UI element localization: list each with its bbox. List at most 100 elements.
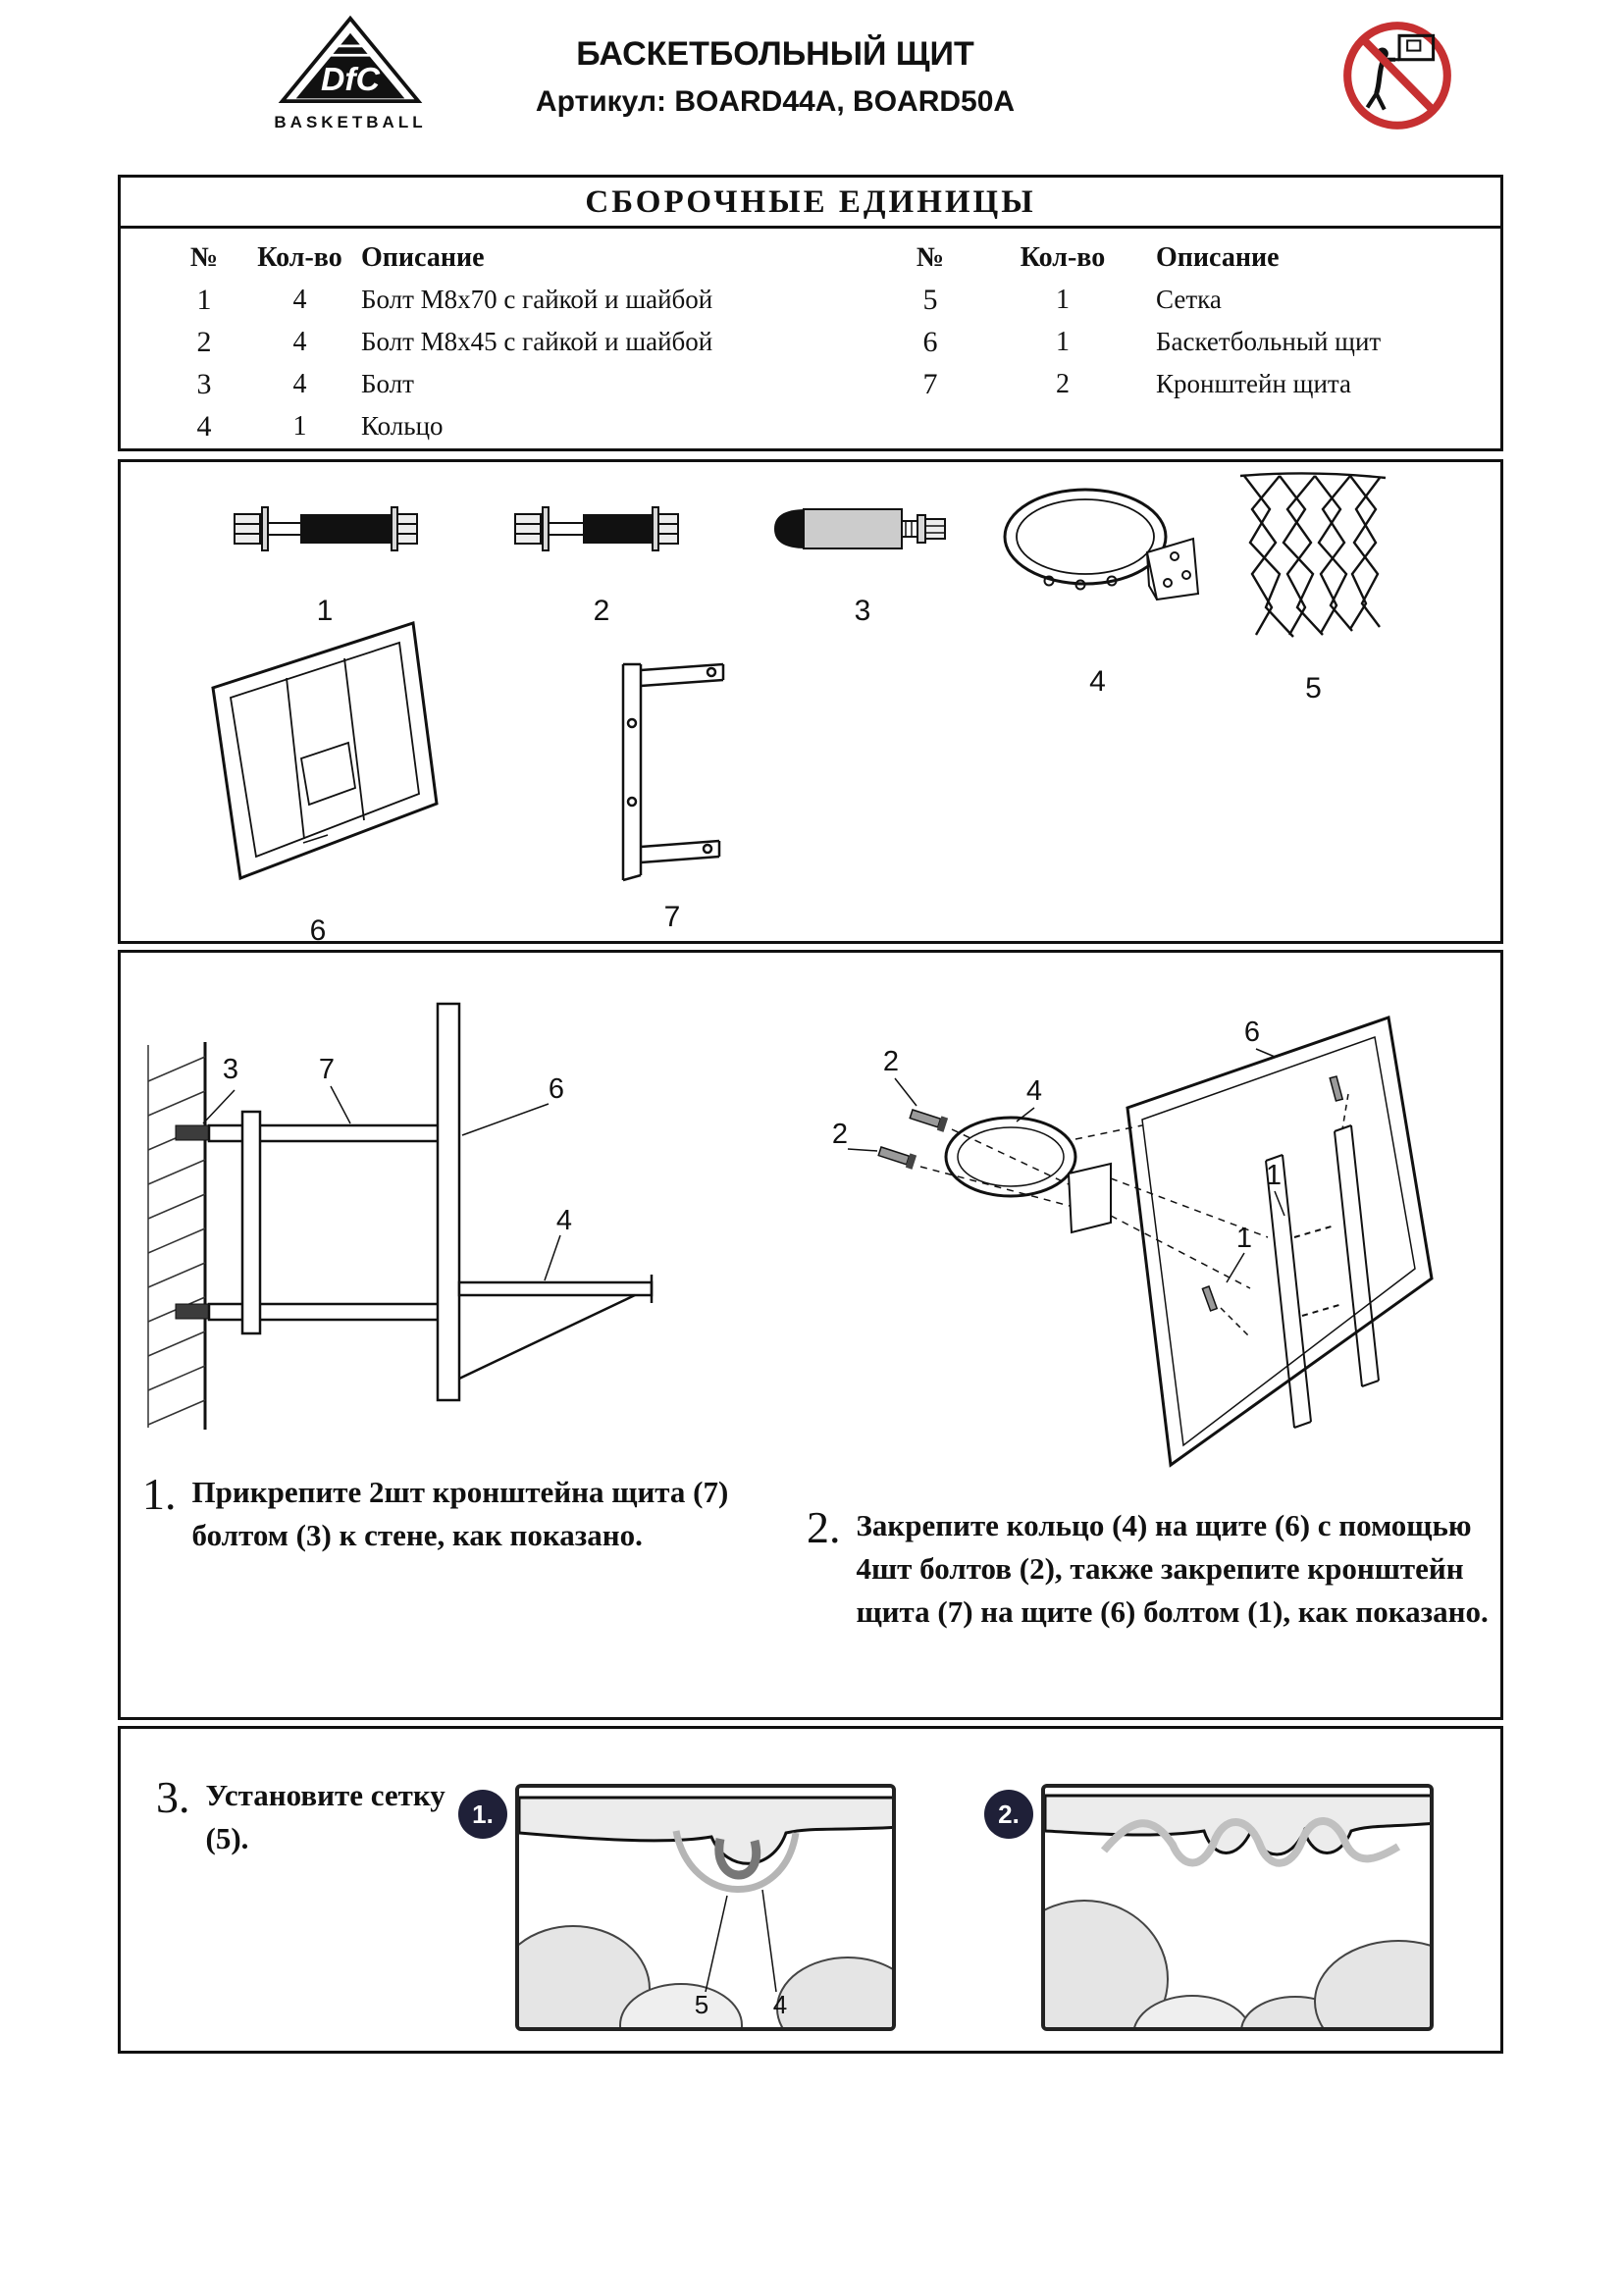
part-qty: 4: [292, 326, 307, 357]
ring-icon: [1003, 488, 1200, 601]
logo-brand-text: DfC: [321, 61, 381, 98]
callout-backboard: 6: [1244, 1017, 1260, 1048]
part-num: 3: [196, 367, 212, 400]
part-qty: 1: [292, 410, 307, 442]
part-desc: Болт М8х70 с гайкой и шайбой: [361, 285, 713, 314]
callout-bolt1-a: 1: [1266, 1160, 1282, 1191]
callout-net: 5: [695, 1990, 708, 2019]
net-step1-badge: 1.: [458, 1790, 507, 1839]
dfc-logo-triangle-icon: DfC: [278, 15, 423, 103]
step2-instruction: Закрепите кольцо (4) на щите (6) с помощ…: [856, 1508, 1489, 1630]
part-desc: Баскетбольный щит: [1156, 327, 1382, 356]
figure-label: 6: [309, 914, 327, 947]
net-install-image-2: [1041, 1784, 1434, 2031]
col-header-qty: Кол-во: [1020, 241, 1106, 273]
part-num: 4: [196, 409, 212, 443]
part-qty: 1: [1056, 326, 1070, 357]
part-desc: Кольцо: [361, 411, 444, 441]
figure-bolt-m8x45: 2: [503, 494, 700, 628]
part-desc: Болт М8х45 с гайкой и шайбой: [361, 327, 713, 356]
wall-hatching: [147, 1042, 207, 1430]
part-qty: 2: [1056, 368, 1070, 399]
board-brackets: [1265, 1124, 1380, 1429]
step1-instruction: Прикрепите 2шт кронштейна щита (7) болто…: [191, 1475, 729, 1553]
parts-table-title: СБОРОЧНЫЕ ЕДИНИЦЫ: [121, 178, 1500, 229]
figure-label: 5: [1305, 672, 1322, 704]
no-hanging-prohibition-icon: [1337, 16, 1457, 140]
figure-anchor-bolt: 3: [764, 494, 961, 628]
callout-bolt2-a: 2: [883, 1046, 899, 1077]
step2-number: 2.: [807, 1502, 841, 1552]
part-desc: Кронштейн щита: [1156, 369, 1352, 398]
step3-text: 3. Установите сетку (5).: [156, 1772, 480, 1860]
dfc-logo: DfC BASKETBALL: [257, 12, 444, 132]
net-hook-closeup-icon: 5 4: [519, 1796, 892, 2027]
col-header-qty: Кол-во: [257, 241, 342, 273]
parts-figures-section: 1 2: [118, 459, 1503, 947]
page-title: БАСКЕТБОЛЬНЫЙ ЩИТ: [576, 35, 974, 73]
logo-subtext: BASKETBALL: [274, 113, 427, 131]
figure-label: 3: [854, 595, 871, 627]
callout-backboard: 6: [549, 1073, 564, 1105]
step1-number: 1.: [142, 1469, 177, 1519]
callout-ring: 4: [1026, 1075, 1042, 1107]
figure-bracket: 7: [603, 654, 741, 934]
callout-bracket: 7: [319, 1054, 335, 1085]
net-weave-closeup-icon: [1045, 1794, 1430, 2027]
callout-ring-hook: 4: [773, 1990, 787, 2019]
step3-instruction: Установите сетку (5).: [205, 1778, 445, 1856]
ring-arm-side: [457, 1275, 654, 1381]
col-header-desc: Описание: [361, 241, 485, 273]
figure-label: 4: [1089, 665, 1106, 698]
backboard-icon: [211, 621, 439, 881]
figure-backboard: 6: [185, 611, 450, 948]
wall-bracket-side: [207, 1110, 443, 1335]
figure-ring: 4: [992, 476, 1203, 699]
callout-bolt2-b: 2: [832, 1119, 848, 1150]
bolt-1-glyphs: [1201, 1075, 1349, 1336]
exploded-assembly-diagram: 2 2 4 6 1 1: [832, 1016, 1434, 1468]
page-subtitle: Артикул: BOARD44A, BOARD50A: [535, 85, 1016, 118]
col-header-num: №: [189, 241, 219, 273]
net-install-image-1: 5 4: [515, 1784, 896, 2031]
parts-table-right: № Кол-во Описание 5 1 Сетка 6 1 Баскетбо…: [891, 236, 1480, 405]
part-num: 6: [922, 325, 938, 358]
backboard-side: [436, 1002, 461, 1402]
part-qty: 4: [292, 284, 307, 315]
parts-table-left: № Кол-во Описание 1 4 Болт М8х70 с гайко…: [170, 236, 817, 447]
step2-text: 2. Закрепите кольцо (4) на щите (6) с по…: [807, 1502, 1493, 1634]
leader-lines: [847, 1048, 1285, 1283]
figure-label: 1: [316, 595, 334, 627]
step2-panel: 2 2 4 6 1 1 2. Закрепите кольцо (4) на щ…: [783, 950, 1503, 1720]
col-header-desc: Описание: [1156, 241, 1280, 273]
part-qty: 4: [292, 368, 307, 399]
leader-lines: [202, 1085, 561, 1281]
callout-anchor-bolt: 3: [223, 1054, 238, 1085]
part-num: 5: [922, 283, 938, 316]
header-titles: БАСКЕТБОЛЬНЫЙ ЩИТ Артикул: BOARD44A, BOA…: [442, 35, 1109, 119]
figure-label: 7: [663, 901, 681, 933]
ring-exploded: [944, 1116, 1112, 1234]
figure-label: 2: [593, 595, 610, 627]
part-num: 1: [196, 283, 212, 316]
step3-panel: 3. Установите сетку (5). 1. 5 4 2.: [118, 1726, 1503, 2054]
figure-net: 5: [1232, 470, 1394, 705]
part-desc: Сетка: [1156, 285, 1222, 314]
figure-bolt-m8x70: 1: [227, 494, 423, 628]
net-step2-badge: 2.: [984, 1790, 1033, 1839]
bolt-m8x45-icon: [514, 506, 679, 551]
bolt-2-glyphs: [877, 1109, 949, 1170]
col-header-num: №: [916, 241, 945, 273]
anchor-bolt-icon: [774, 508, 946, 549]
bolt-m8x70-icon: [234, 506, 418, 551]
part-desc: Болт: [361, 369, 414, 398]
parts-table-section: СБОРОЧНЫЕ ЕДИНИЦЫ № Кол-во Описание 1 4 …: [118, 175, 1503, 451]
bracket-icon: [621, 662, 725, 882]
part-num: 7: [922, 367, 938, 400]
step3-number: 3.: [156, 1772, 190, 1822]
step1-text: 1. Прикрепите 2шт кронштейна щита (7) бо…: [142, 1469, 765, 1557]
part-qty: 1: [1056, 284, 1070, 315]
callout-ring: 4: [556, 1205, 572, 1236]
net-icon: [1239, 472, 1387, 638]
